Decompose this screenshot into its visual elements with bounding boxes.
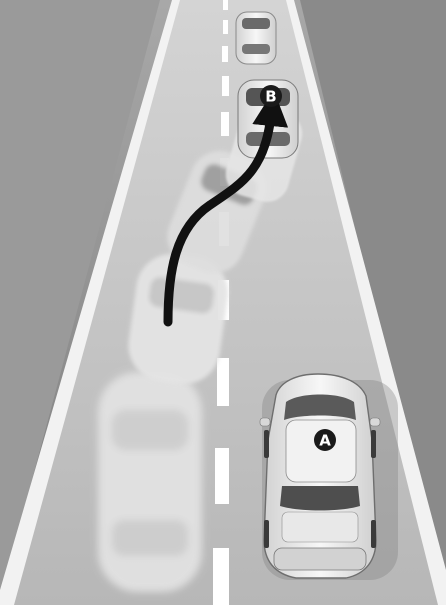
marker-b: B xyxy=(260,85,282,107)
lead-car xyxy=(236,12,276,64)
marker-a: A xyxy=(314,429,336,451)
marker-b-label: B xyxy=(265,88,276,106)
car-icon xyxy=(98,372,202,592)
car-a xyxy=(260,374,398,580)
marker-a-label: A xyxy=(319,432,331,450)
